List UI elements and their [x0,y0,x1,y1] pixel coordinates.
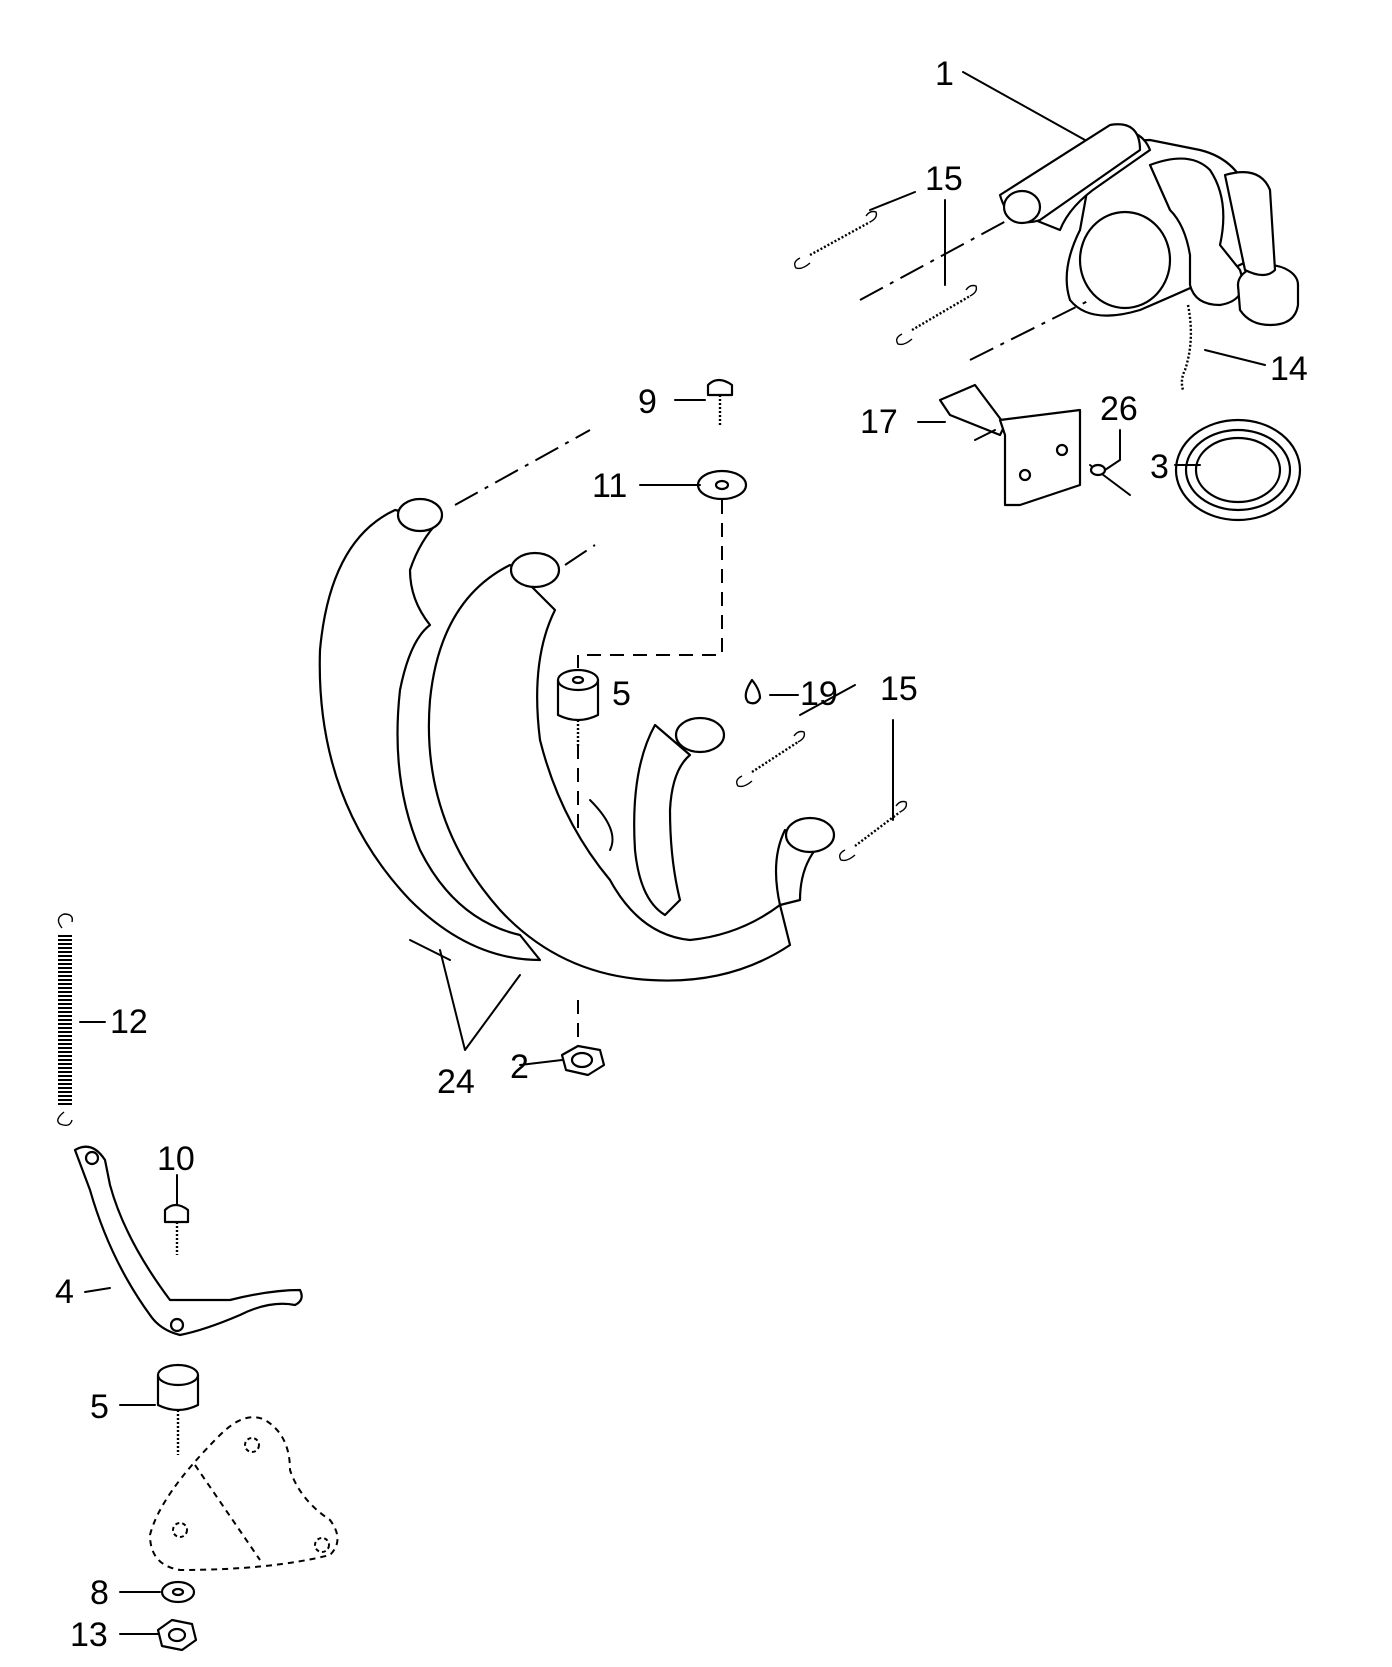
rubber-mount-5-top [556,668,600,748]
spring-12-part [57,913,74,1127]
callout-12: 12 [110,1003,148,1041]
rubber-mount-5-bottom [156,1363,200,1455]
manifold-pipes-part [318,497,836,982]
callout-8: 8 [90,1574,109,1612]
engine-bracket-phantom [148,1416,339,1572]
centerline [564,544,596,566]
callout-15-top: 15 [925,160,963,198]
centerline [454,429,591,506]
bolt-10-part [163,1203,190,1255]
washer-8-part [160,1580,196,1604]
callout-26: 26 [1100,390,1138,428]
washer-11-part [696,469,748,501]
callout-5-bottom: 5 [90,1388,109,1426]
callout-14: 14 [1270,350,1308,388]
callout-10: 10 [157,1140,195,1178]
callout-24: 24 [437,1063,475,1101]
callout-4: 4 [55,1273,74,1311]
strap-4-part [73,1145,303,1337]
callout-labels: 1 15 14 9 17 26 3 11 5 19 15 12 2 24 10 … [55,55,1308,1654]
assembly-line [577,500,723,668]
bolt-9-part [706,378,734,425]
callout-15-mid: 15 [880,670,918,708]
callout-11: 11 [592,467,627,505]
muffler-part [998,123,1300,391]
pin-part [1089,463,1131,496]
centerline [859,219,1009,301]
callout-9: 9 [638,383,657,421]
callout-2: 2 [510,1048,529,1086]
callout-17: 17 [860,403,898,441]
callout-1: 1 [935,55,954,93]
spring-15-mid [735,730,908,862]
spring-15-top [793,210,978,346]
centerline [969,299,1091,361]
callout-19: 19 [800,675,838,713]
gasket-part [1174,418,1302,522]
callout-13: 13 [70,1616,108,1654]
bracket-part [938,383,1082,507]
nut-2-part [560,1044,606,1077]
nut-13-part [156,1618,198,1652]
drop-19-part [744,678,762,705]
callout-3: 3 [1150,448,1169,486]
leader-lines [79,71,1266,1635]
callout-5-top: 5 [612,675,631,713]
